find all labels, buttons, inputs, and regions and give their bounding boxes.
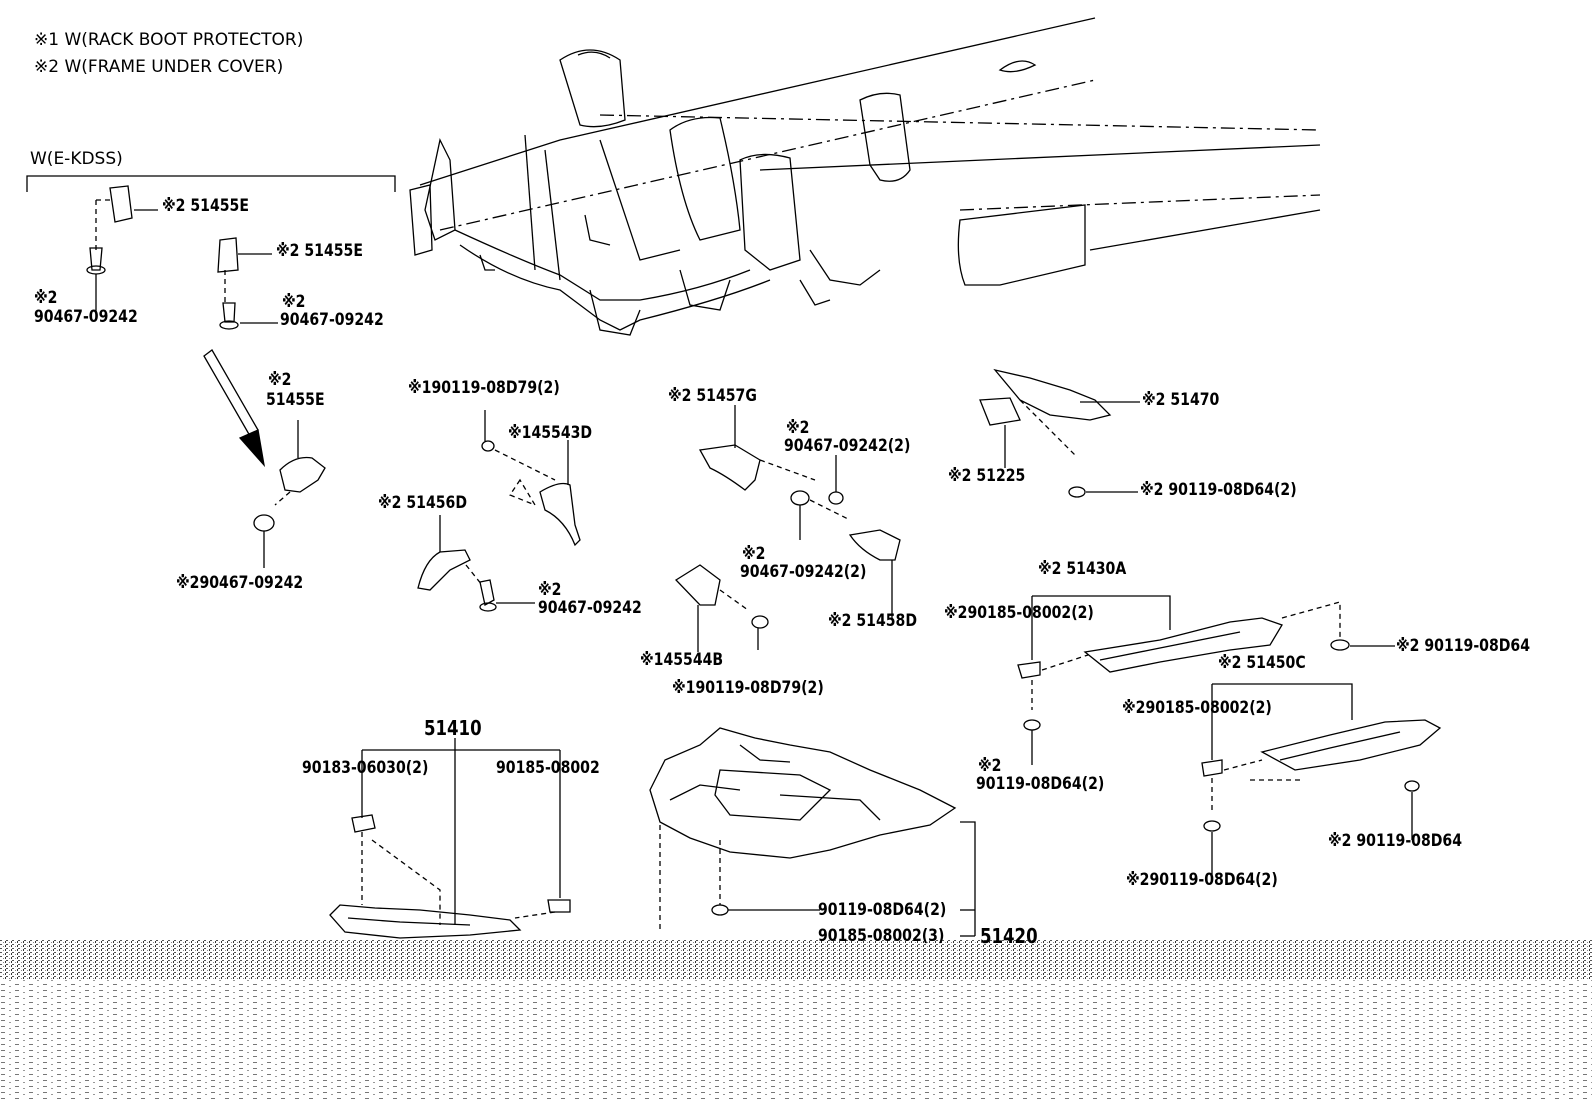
part-label-90119-08D64-c: 90119-08D64(2) bbox=[976, 774, 1105, 794]
part-label-90467-f-mark: ※2 bbox=[742, 544, 766, 564]
kdss-label: W(E-KDSS) bbox=[30, 149, 123, 169]
part-label-90467-a: 90467-09242 bbox=[34, 307, 138, 327]
part-label-90119-08D64-d: ※2 90119-08D64 bbox=[1328, 831, 1463, 851]
part-label-51455E-c-mark: ※2 bbox=[268, 370, 292, 390]
bracket-45544B bbox=[674, 564, 769, 652]
clip-group-kdss bbox=[86, 185, 278, 330]
legend-note-frame-cover: ※2 W(FRAME UNDER COVER) bbox=[34, 57, 284, 77]
cover-51420-group bbox=[649, 727, 976, 937]
part-label-90119-08D79-a: ※190119-08D79(2) bbox=[408, 378, 560, 398]
cover-51470-group bbox=[979, 368, 1140, 498]
direction-arrow bbox=[203, 349, 266, 468]
part-label-90185-b: ※290185-08002(2) bbox=[1122, 698, 1272, 718]
cover-51457G-group bbox=[698, 405, 901, 620]
part-label-90119-08D64-f: 90119-08D64(2) bbox=[818, 900, 947, 920]
part-label-90119-08D64-c-mark: ※2 bbox=[978, 756, 1002, 776]
clip-51455E-lower bbox=[253, 420, 326, 568]
part-label-90467-c: ※290467-09242 bbox=[176, 573, 304, 593]
frame-assembly bbox=[409, 17, 1321, 336]
part-label-90119-08D64-e: ※290119-08D64(2) bbox=[1126, 870, 1278, 890]
part-label-51225: ※2 51225 bbox=[948, 466, 1026, 486]
part-label-90467-e-mark: ※2 bbox=[786, 418, 810, 438]
part-label-90185-c: 90185-08002 bbox=[496, 758, 600, 778]
part-label-51470: ※2 51470 bbox=[1142, 390, 1220, 410]
part-label-51455E-c: 51455E bbox=[266, 390, 325, 410]
part-label-51450C: ※2 51450C bbox=[1218, 653, 1306, 673]
part-label-51410: 51410 bbox=[424, 716, 482, 740]
cover-51430A-group bbox=[1017, 595, 1395, 765]
part-label-51458D: ※2 51458D bbox=[828, 611, 918, 631]
part-label-45543D: ※145543D bbox=[508, 423, 593, 443]
part-label-90119-08D79-b: ※190119-08D79(2) bbox=[672, 678, 824, 698]
part-label-90467-a-mark: ※2 bbox=[34, 288, 58, 308]
part-label-90467-d: 90467-09242 bbox=[538, 598, 642, 618]
part-label-90467-f: 90467-09242(2) bbox=[740, 562, 867, 582]
scan-noise-band bbox=[0, 940, 1592, 1099]
part-label-90119-08D64-a: ※2 90119-08D64(2) bbox=[1140, 480, 1297, 500]
part-label-90119-08D64-b: ※2 90119-08D64 bbox=[1396, 636, 1531, 656]
part-label-90185-d: 90185-08002(3) bbox=[818, 926, 945, 946]
kdss-bracket bbox=[26, 175, 396, 192]
part-label-51455E-a: ※2 51455E bbox=[162, 196, 249, 216]
part-label-90183: 90183-06030(2) bbox=[302, 758, 429, 778]
part-label-90467-d-mark: ※2 bbox=[538, 580, 562, 600]
cover-51410-group bbox=[329, 738, 571, 939]
part-label-45544B: ※145544B bbox=[640, 650, 724, 670]
part-label-51456D: ※2 51456D bbox=[378, 493, 468, 513]
part-label-51455E-b: ※2 51455E bbox=[276, 241, 363, 261]
part-label-51457G: ※2 51457G bbox=[668, 386, 757, 406]
part-label-90467-b: 90467-09242 bbox=[280, 310, 384, 330]
part-label-90467-e: 90467-09242(2) bbox=[784, 436, 911, 456]
cover-51450C-group bbox=[1201, 683, 1442, 875]
cover-51456D bbox=[417, 515, 535, 612]
part-label-90185-a: ※290185-08002(2) bbox=[944, 603, 1094, 623]
bracket-45543D-group bbox=[481, 410, 581, 547]
part-label-90467-b-mark: ※2 bbox=[282, 292, 306, 312]
legend-note-rack-boot: ※1 W(RACK BOOT PROTECTOR) bbox=[34, 30, 304, 50]
part-label-51430A: ※2 51430A bbox=[1038, 559, 1127, 579]
part-label-51420: 51420 bbox=[980, 924, 1038, 948]
